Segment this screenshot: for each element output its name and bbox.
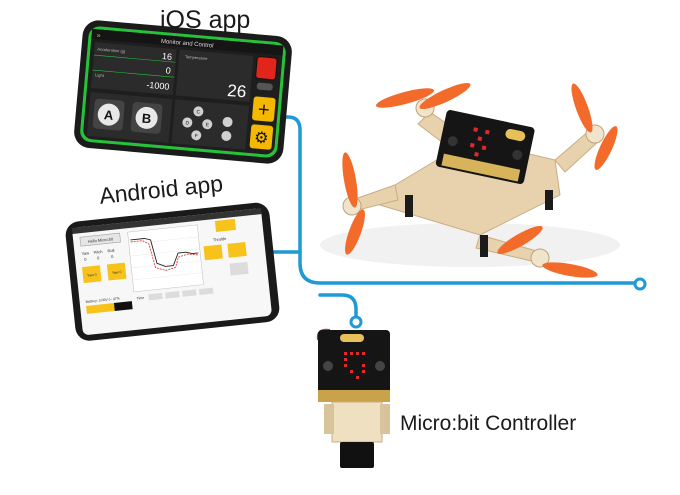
android-throttle-label: Throttle <box>213 236 228 242</box>
android-bottom-button-1[interactable] <box>148 292 163 301</box>
android-hello-label: Hello Micro:bit <box>87 236 114 244</box>
ios-dpad-c: C <box>196 109 201 115</box>
ios-temp-label: Temperature <box>185 54 209 61</box>
drone-image <box>320 82 620 278</box>
android-val-yaw: 0 <box>84 257 88 262</box>
android-time-label: Time <box>136 296 144 301</box>
ios-dpad-d: D <box>185 120 190 126</box>
android-val-roll: 0 <box>111 254 115 259</box>
ios-a-label: A <box>103 107 114 123</box>
android-bottom-right-button[interactable] <box>229 261 249 276</box>
ios-settings-button[interactable] <box>249 124 274 150</box>
android-bottom-button-3[interactable] <box>182 289 197 297</box>
android-graph <box>127 224 204 293</box>
wire-ios <box>270 115 640 285</box>
ios-header-title: Monitor and Control <box>161 39 214 50</box>
android-left-arrow-button[interactable] <box>203 244 223 261</box>
ios-b-label: B <box>141 111 152 127</box>
android-battery-bar <box>86 303 115 314</box>
android-yaw-mid-button[interactable] <box>106 262 127 281</box>
android-axis-roll: Roll <box>107 248 114 254</box>
ios-toggle-button[interactable] <box>256 82 274 91</box>
android-axis-yaw: Yaw <box>81 250 89 256</box>
ios-phone: Monitor and Control » Acceleration (g) 1… <box>74 20 292 164</box>
ios-row2-value: 0 <box>165 65 171 75</box>
ios-light-label: Light <box>95 72 105 78</box>
ios-dpad-e: E <box>205 122 210 128</box>
android-axis-pitch: Pitch <box>93 249 102 255</box>
android-right-arrow-button[interactable] <box>227 241 247 258</box>
android-top-right-button[interactable] <box>214 218 236 232</box>
chevron-icon[interactable]: » <box>96 32 101 39</box>
ios-plus-button[interactable] <box>252 96 276 122</box>
ios-accel-value: 16 <box>162 51 173 62</box>
wire-endpoint-right <box>633 277 647 291</box>
android-hello-button[interactable] <box>79 232 121 247</box>
gear-icon: ⚙ <box>253 129 269 147</box>
ios-app-label: iOS app <box>160 6 251 34</box>
ios-dpad-f: F <box>194 133 198 139</box>
android-yaw-left-button[interactable] <box>82 265 102 284</box>
microbit-controller-image <box>316 328 390 468</box>
android-bottom-buttons[interactable] <box>148 287 214 301</box>
wire-endpoint-microbit <box>349 315 363 329</box>
android-yaw-left-label: Yaw 0 <box>87 273 97 278</box>
microbit-controller-label: Micro:bit Controller <box>400 412 577 435</box>
ios-plus-label: + <box>257 99 271 122</box>
android-battery-text: Battery: 3.06V (~ 47% <box>85 296 120 304</box>
android-bottom-button-4[interactable] <box>198 287 214 296</box>
connection-wires <box>270 115 640 320</box>
ios-temp-value: 26 <box>227 81 248 102</box>
android-bottom-button-2[interactable] <box>165 291 180 299</box>
ios-light-value: -1000 <box>146 80 170 92</box>
android-yaw-mid-label: Yaw 0 <box>112 270 122 275</box>
wire-microbit <box>318 293 358 320</box>
ios-dpad[interactable]: C D E F <box>181 105 234 143</box>
android-val-pitch: 0 <box>97 255 101 260</box>
android-phone: Hello Micro:bit Yaw Pitch Roll 0 0 0 Yaw… <box>65 202 280 341</box>
ios-accel-label: Acceleration (g) <box>97 46 126 53</box>
ios-red-indicator[interactable] <box>255 56 278 81</box>
